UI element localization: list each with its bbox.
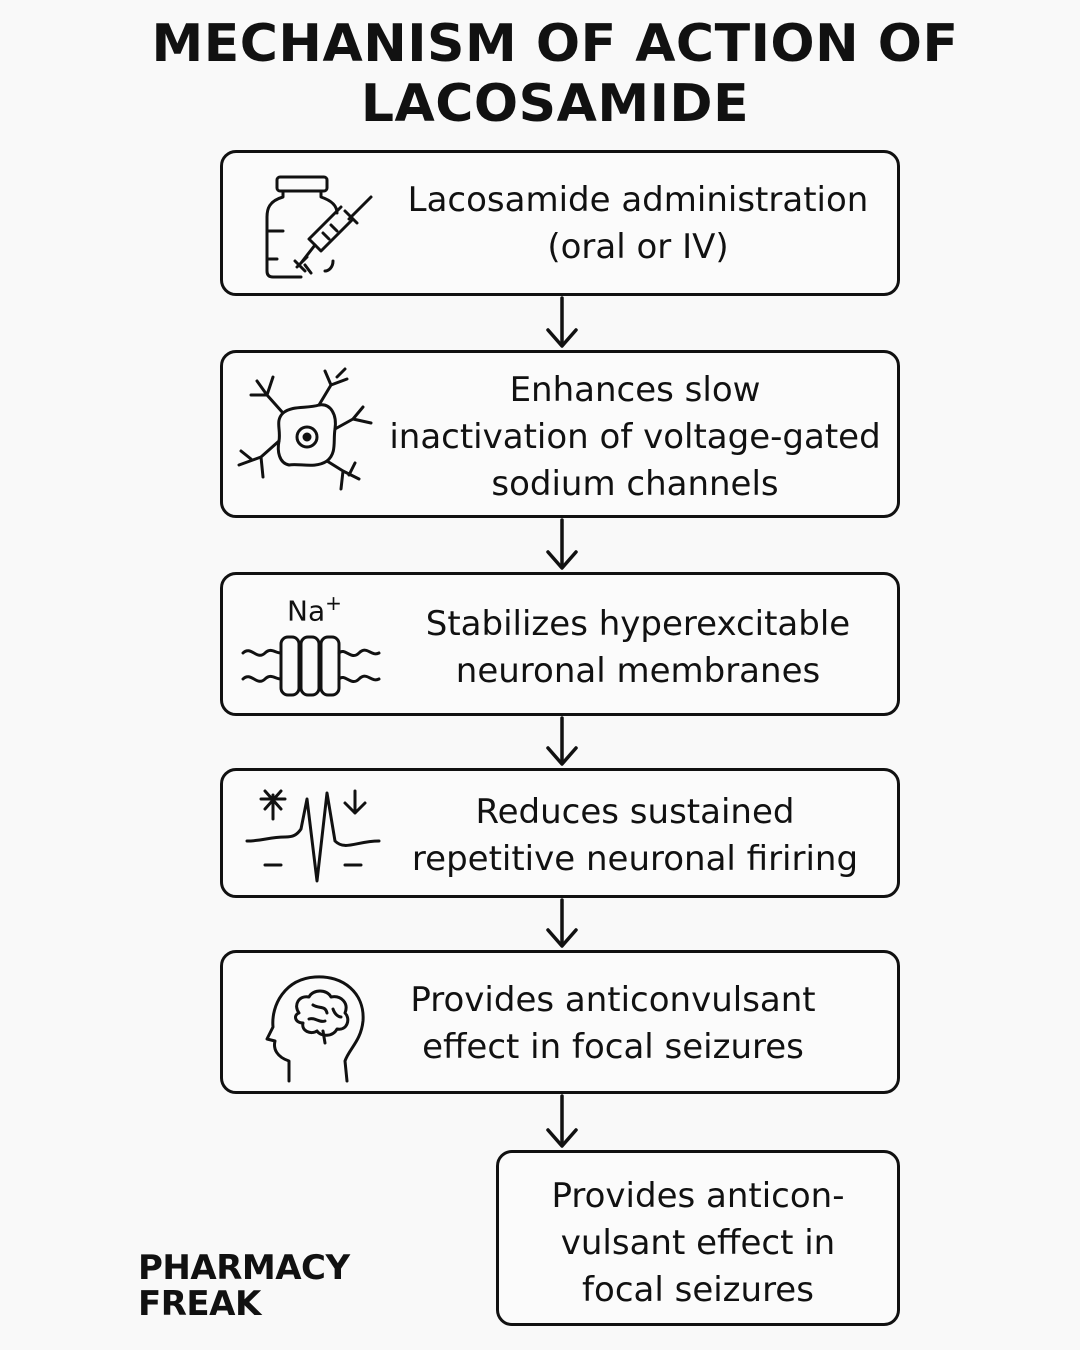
down-arrow-icon bbox=[546, 716, 578, 766]
step-box-membrane-stabilization: Na+ Stabilizes hyperexcitable neuronal m… bbox=[220, 572, 900, 716]
brand-line-2: FREAK bbox=[138, 1284, 261, 1324]
title-line-2: LACOSAMIDE bbox=[360, 74, 750, 134]
step-text: Reduces sustained repetitive neuronal fi… bbox=[411, 792, 859, 879]
step-box-sodium-channel-inactivation: Enhances slow inactivation of voltage-ga… bbox=[220, 350, 900, 518]
step-box-administration: Lacosamide administration (oral or IV) bbox=[220, 150, 900, 296]
step-box-final-effect: Provides anticon- vulsant effect in foca… bbox=[496, 1150, 900, 1326]
sodium-ion-label: Na+ bbox=[287, 591, 342, 628]
step-box-reduced-firing: Reduces sustained repetitive neuronal fi… bbox=[220, 768, 900, 898]
neuron-icon bbox=[237, 367, 373, 491]
down-arrow-icon bbox=[546, 898, 578, 948]
step-text: Stabilizes hyperexcitable neuronal membr… bbox=[425, 604, 851, 691]
sodium-channel-icon bbox=[241, 635, 381, 697]
step-text: Provides anticon- vulsant effect in foca… bbox=[551, 1176, 845, 1310]
step-text: Enhances slow inactivation of voltage-ga… bbox=[389, 370, 881, 504]
title-line-1: MECHANISM OF ACTION OF bbox=[151, 14, 959, 74]
step-box-anticonvulsant-effect: Provides anticonvulsant effect in focal … bbox=[220, 950, 900, 1094]
down-arrow-icon bbox=[546, 518, 578, 570]
down-arrow-icon bbox=[546, 1094, 578, 1148]
action-potential-icon bbox=[245, 789, 381, 883]
brand-logo: PHARMACY FREAK bbox=[138, 1250, 350, 1322]
brain-head-icon bbox=[265, 975, 365, 1083]
brand-line-1: PHARMACY bbox=[138, 1248, 350, 1288]
down-arrow-icon bbox=[546, 296, 578, 348]
step-text: Lacosamide administration (oral or IV) bbox=[407, 180, 869, 267]
vial-syringe-icon bbox=[265, 175, 373, 279]
diagram-title: MECHANISM OF ACTION OF LACOSAMIDE bbox=[60, 14, 1050, 134]
step-text: Provides anticonvulsant effect in focal … bbox=[410, 980, 816, 1067]
